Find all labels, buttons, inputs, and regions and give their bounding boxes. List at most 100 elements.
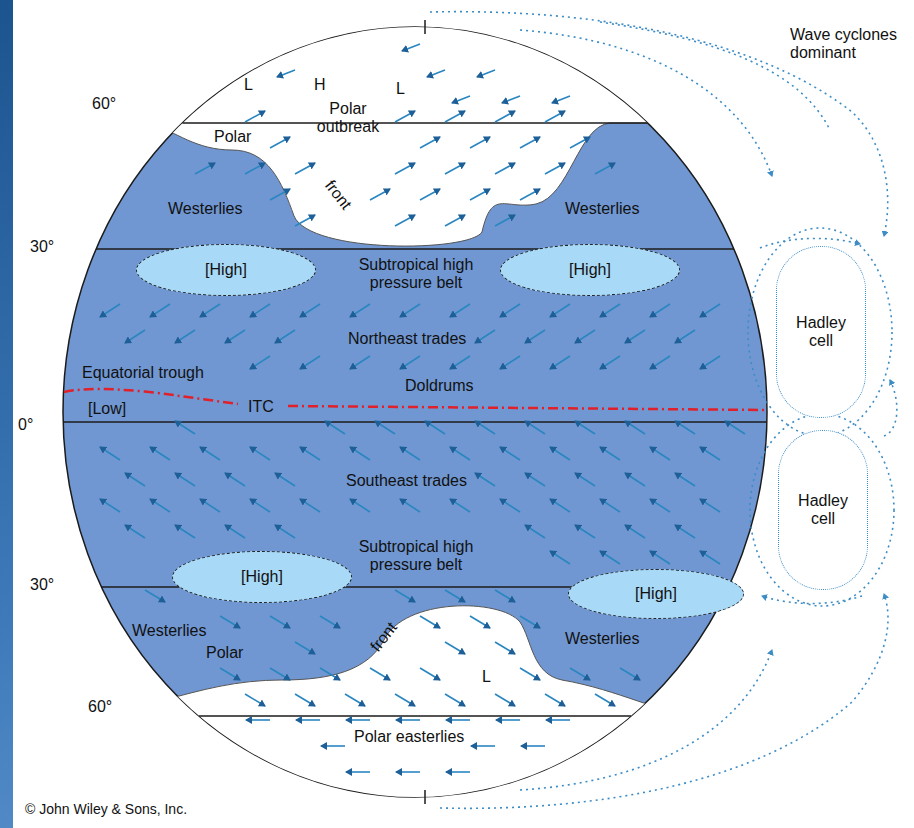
diagram-label: 0° <box>18 416 33 434</box>
wind-arrow <box>650 304 670 317</box>
wind-arrow <box>550 551 570 564</box>
latitude-line <box>182 122 647 123</box>
diagram-label: Southeast trades <box>346 472 467 490</box>
wind-arrow <box>175 473 195 486</box>
diagram-label: Polar easterlies <box>354 728 464 746</box>
diagram-label: Westerlies <box>168 200 242 218</box>
wind-arrow <box>446 771 470 773</box>
wind-arrow <box>175 421 195 434</box>
wind-arrow <box>675 473 695 486</box>
wind-arrow <box>320 616 340 628</box>
wind-arrow <box>320 668 340 680</box>
diagram-label: Polar <box>206 644 243 662</box>
wind-arrow <box>475 330 495 343</box>
wind-arrow <box>395 590 415 602</box>
wind-arrow <box>495 642 515 654</box>
hadley-cell: Hadley cell <box>778 430 868 590</box>
wind-arrow <box>475 473 495 486</box>
cell-label: [High] <box>241 568 283 586</box>
diagram-label: Westerlies <box>132 622 206 640</box>
wind-arrow <box>400 447 420 460</box>
wind-arrow <box>675 421 695 434</box>
wind-arrow <box>295 694 315 706</box>
diagram-label: L <box>482 668 491 686</box>
wind-arrow <box>400 499 420 512</box>
wind-arrow <box>650 447 670 460</box>
wind-arrow <box>225 330 245 343</box>
wind-arrow <box>650 356 670 369</box>
latitude-line <box>199 715 631 716</box>
wind-arrow <box>545 163 565 174</box>
diagram-label: Doldrums <box>405 377 473 395</box>
wind-arrow <box>427 70 445 77</box>
wind-arrow <box>420 189 440 200</box>
wind-arrow <box>100 499 120 512</box>
wind-arrow <box>150 304 170 317</box>
wind-arrow <box>575 330 595 343</box>
cell-label: [High] <box>205 261 247 279</box>
wind-arrow <box>600 356 620 369</box>
wind-arrow <box>600 447 620 460</box>
wind-arrow <box>250 499 270 512</box>
wind-arrow <box>125 330 145 343</box>
wind-arrow <box>375 421 395 434</box>
diagram-label: 60° <box>88 698 112 716</box>
diagram-label: Wave cyclones dominant <box>790 26 902 62</box>
wind-arrow <box>520 189 540 200</box>
wind-arrow <box>445 215 465 226</box>
wind-arrow <box>700 356 720 369</box>
wind-arrow <box>575 473 595 486</box>
wind-arrow <box>402 44 420 51</box>
wind-arrow <box>345 694 365 706</box>
wind-arrow <box>420 616 440 628</box>
diagram-label: ITC <box>248 398 274 416</box>
wind-arrow <box>270 137 290 148</box>
diagram-label: L <box>244 76 253 94</box>
wind-arrow <box>200 499 220 512</box>
diagram-label: H <box>314 76 326 94</box>
wind-arrow <box>245 111 265 122</box>
wind-arrow <box>395 111 415 122</box>
wind-arrow <box>395 163 415 174</box>
wind-arrow <box>445 694 465 706</box>
wind-arrow <box>295 215 315 226</box>
wind-arrow <box>500 447 520 460</box>
wind-arrow <box>471 745 495 747</box>
wind-arrow <box>600 551 620 564</box>
wind-arrow <box>370 668 390 680</box>
wind-arrow <box>175 525 195 538</box>
diagram-label: Westerlies <box>565 200 639 218</box>
wind-arrow <box>525 525 545 538</box>
wind-arrow <box>545 111 565 122</box>
wind-arrow <box>350 356 370 369</box>
wind-arrow <box>550 447 570 460</box>
wind-arrow <box>250 356 270 369</box>
diagram-label: Equatorial trough <box>82 364 204 382</box>
wind-arrow <box>250 447 270 460</box>
wind-arrow <box>600 499 620 512</box>
wind-arrow <box>575 421 595 434</box>
wind-arrow <box>500 499 520 512</box>
wind-arrow <box>370 189 390 200</box>
wind-arrow <box>650 499 670 512</box>
wind-arrow <box>346 771 370 773</box>
wind-arrow <box>445 111 465 122</box>
circulation-lines <box>430 12 897 809</box>
wind-arrow <box>625 421 645 434</box>
high-pressure-cell: [High] <box>568 569 744 619</box>
wind-arrow <box>350 447 370 460</box>
wind-arrow <box>220 616 240 628</box>
wind-arrow <box>496 719 520 721</box>
latitude-lines <box>63 123 767 716</box>
wind-arrow <box>675 525 695 538</box>
diagram-label: Subtropical high pressure belt <box>336 538 496 574</box>
wind-arrow <box>470 137 490 148</box>
wind-arrow <box>145 590 165 602</box>
wind-arrow <box>350 304 370 317</box>
polar-air-south <box>20 606 900 828</box>
wind-arrow <box>175 330 195 343</box>
wind-arrow <box>296 719 320 721</box>
wind-arrow <box>700 551 720 564</box>
wind-arrow <box>570 137 590 148</box>
wind-arrow <box>270 616 290 628</box>
